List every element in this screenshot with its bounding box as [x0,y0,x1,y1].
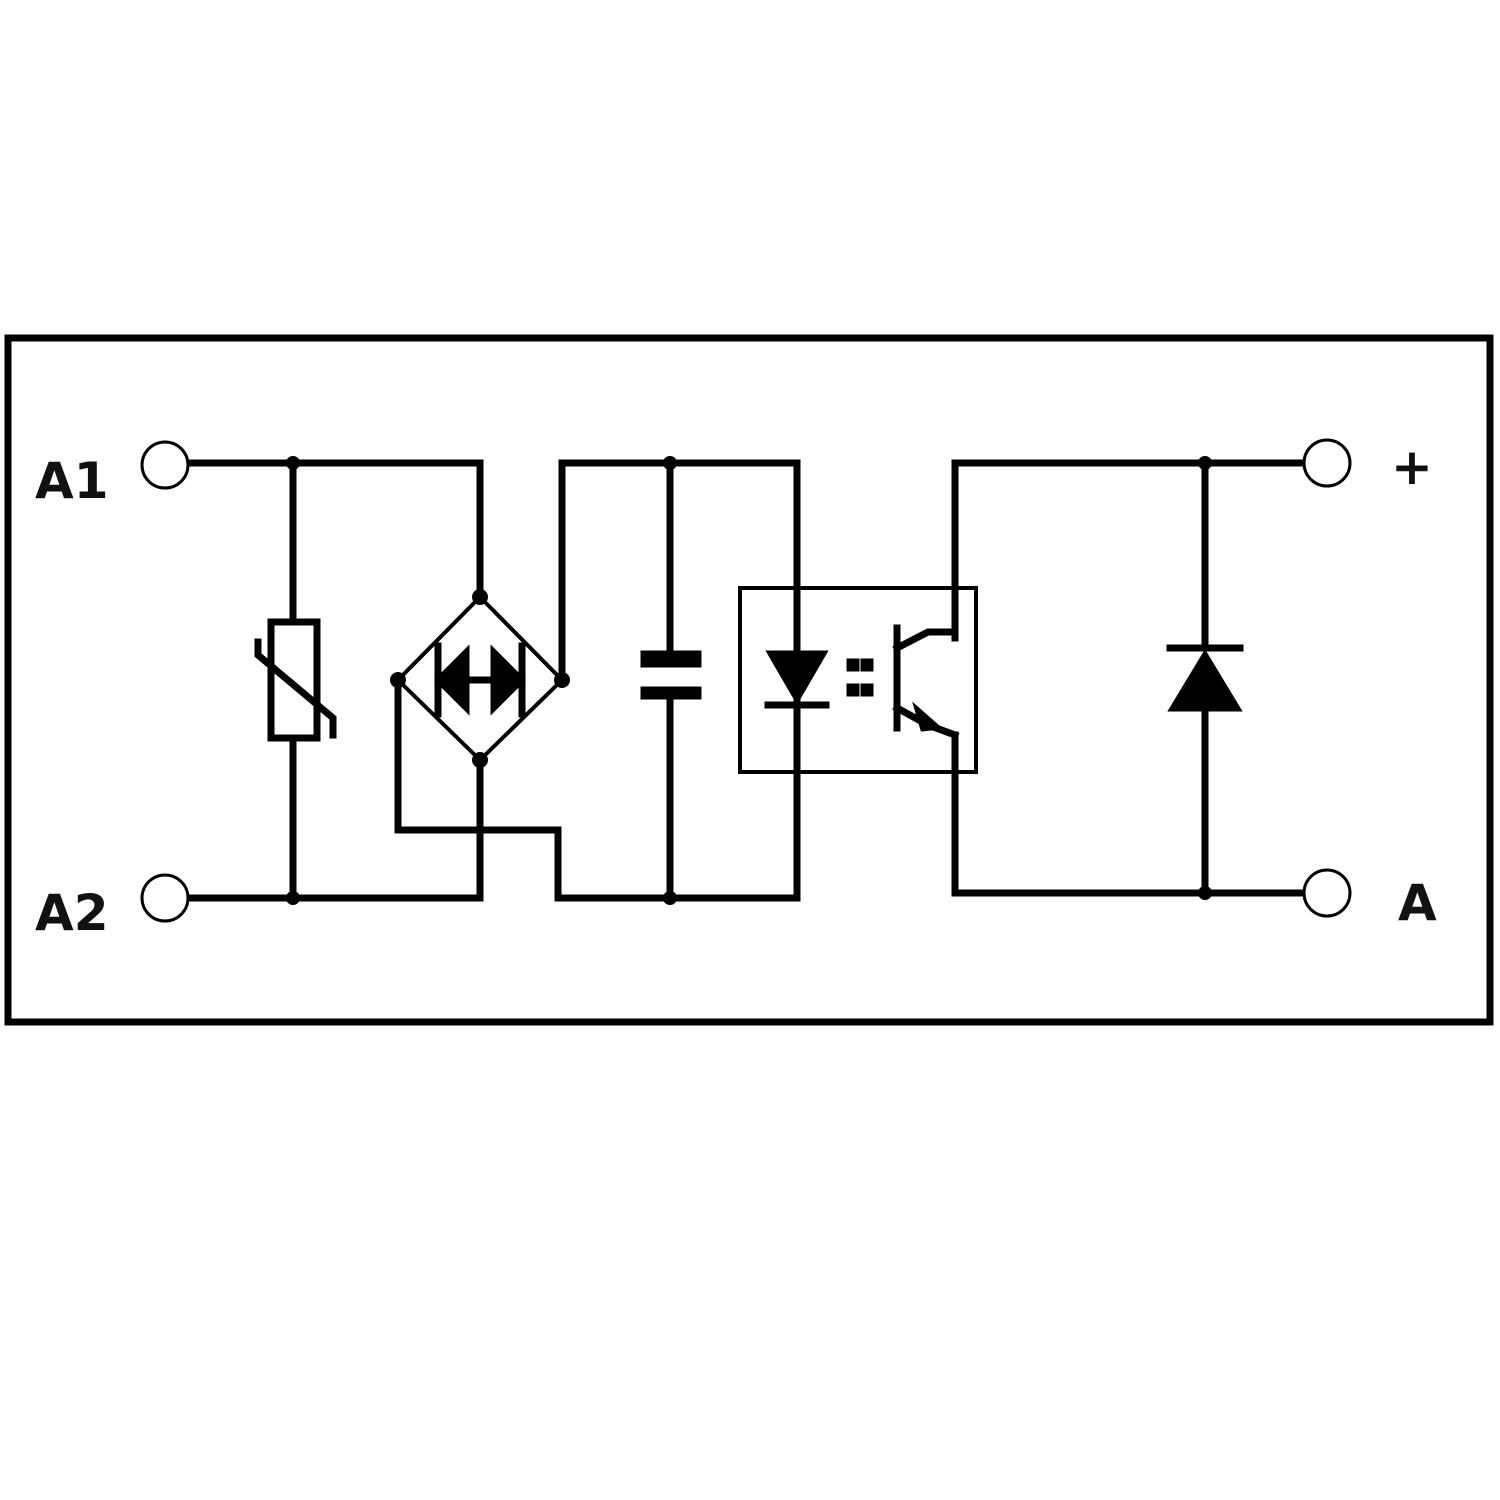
output-wiring [951,459,1309,897]
phototransistor-icon [892,624,960,740]
diode-icon [1166,644,1244,712]
varistor-icon [254,618,337,742]
terminal-a1 [140,440,190,490]
housing-frame [4,334,1494,1026]
terminal-a2 [140,873,190,923]
terminal-label-a2: A2 [35,884,109,942]
terminal-label-plus: + [1391,438,1433,496]
terminal-a [1302,868,1352,918]
capacitor-icon [640,650,702,700]
bridge-rectifier-icon [395,594,565,763]
optocoupler-box [738,586,978,774]
led-icon [764,650,874,709]
terminal-plus [1302,438,1352,488]
junction-dots [286,456,1212,905]
terminal-label-a: A [1398,874,1437,932]
terminal-label-a1: A1 [35,452,109,510]
